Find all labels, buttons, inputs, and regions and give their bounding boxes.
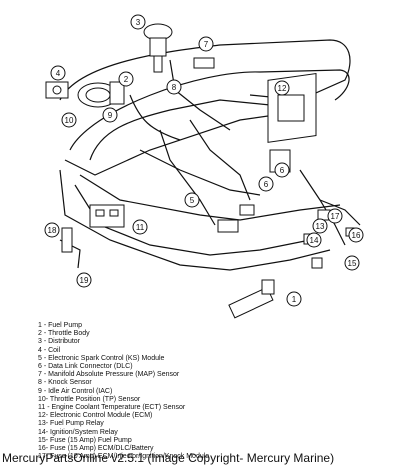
legend-item: 6 - Data Link Connector (DLC)	[38, 363, 133, 371]
legend-item: 17- Fuse (10 Amp) ECM/Injector/Ignition/…	[38, 453, 210, 461]
legend-item: 12- Electronic Control Module (ECM)	[38, 412, 153, 420]
callout-label: 9	[108, 111, 113, 120]
callout-label: 12	[278, 84, 287, 93]
callout-label: 8	[172, 83, 177, 92]
sensor-block-part	[89, 204, 125, 228]
callout-9: 9	[102, 107, 118, 123]
coil-part	[45, 81, 69, 99]
callout-label: 15	[348, 259, 357, 268]
harness-wire-i	[189, 119, 251, 201]
callout-6a: 6	[258, 176, 274, 192]
callouts: 1 2 3 4 5 6 6 7 8 9 10 11 12 13 14 15 16…	[44, 14, 364, 307]
callout-label: 19	[80, 276, 89, 285]
harness-wire-d	[89, 99, 271, 161]
copyright-footer: MercuryPartsOnline v2.5.1 (Image Copyrig…	[2, 451, 335, 465]
callout-10: 10	[61, 112, 77, 128]
callout-12: 12	[274, 80, 290, 96]
legend-item: 7 - Manifold Absolute Pressure (MAP) Sen…	[38, 371, 180, 379]
callout-2: 2	[118, 71, 134, 87]
harness-wire-a	[69, 69, 350, 151]
harness-wire-b	[64, 114, 276, 176]
callout-label: 14	[310, 236, 319, 245]
callout-7: 7	[198, 36, 214, 52]
callout-17: 17	[327, 208, 343, 224]
legend-item: 9 - Idle Air Control (IAC)	[38, 387, 113, 395]
callout-6b: 6	[274, 162, 290, 178]
callout-18: 18	[44, 222, 60, 238]
fuel-pump-part	[228, 279, 275, 319]
harness-wire-outer	[59, 39, 351, 101]
harness-wire-g	[139, 149, 261, 196]
callout-1: 1	[286, 291, 302, 307]
callout-13: 13	[312, 218, 328, 234]
callout-label: 2	[124, 75, 129, 84]
callout-3: 3	[130, 14, 146, 30]
throttle-body-part	[77, 81, 125, 108]
callout-label: 4	[56, 69, 61, 78]
legend-item: 11 - Engine Coolant Temperature (ECT) Se…	[38, 404, 186, 412]
callout-16: 16	[348, 227, 364, 243]
callout-4: 4	[50, 65, 66, 81]
callout-label: 6	[280, 166, 285, 175]
harness-wire-h	[159, 129, 216, 226]
harness-wire-k	[169, 59, 231, 131]
callout-label: 10	[65, 116, 74, 125]
callout-label: 17	[331, 212, 340, 221]
ecm-part	[267, 73, 317, 143]
legend-item: 4 - Coil	[38, 346, 61, 354]
callout-5: 5	[184, 192, 200, 208]
callout-15: 15	[344, 255, 360, 271]
legend-item: 16- Fuse (15 Amp) ECM/DLC/Battery	[38, 445, 154, 453]
callout-label: 18	[48, 226, 57, 235]
callout-label: 16	[352, 231, 361, 240]
legend-item: 2 - Throttle Body	[38, 330, 90, 338]
legend-item: 5 - Electronic Spark Control (KS) Module	[38, 354, 165, 362]
callout-11: 11	[132, 219, 148, 235]
distributor-part	[143, 23, 173, 73]
callout-14: 14	[306, 232, 322, 248]
legend-item: 8 - Knock Sensor	[38, 379, 92, 387]
callout-8: 8	[166, 79, 182, 95]
callout-label: 11	[136, 223, 145, 232]
harness-wire-m	[319, 199, 361, 226]
legend-item: 10- Throttle Position (TP) Sensor	[38, 395, 141, 403]
legend-item: 1 - Fuel Pump	[38, 322, 82, 329]
wiring-diagram: 1 2 3 4 5 6 6 7 8 9 10 11 12 13 14 15 16…	[44, 14, 364, 319]
callout-label: 7	[204, 40, 209, 49]
harness-wire-e	[59, 169, 331, 271]
callout-19: 19	[76, 272, 92, 288]
callout-label: 13	[316, 222, 325, 231]
harness-wire-c	[79, 174, 341, 221]
callout-label: 6	[264, 180, 269, 189]
dlc-connector-part	[61, 227, 73, 253]
callout-label: 5	[190, 196, 195, 205]
legend-item: 3 - Distributor	[38, 338, 81, 346]
callout-label: 1	[292, 295, 297, 304]
legend-item: 13- Fuel Pump Relay	[38, 420, 104, 428]
map-sensor-part	[193, 57, 215, 69]
legend-item: 14- Ignition/System Relay	[38, 428, 118, 436]
callout-label: 3	[136, 18, 141, 27]
legend-item: 15- Fuse (15 Amp) Fuel Pump	[38, 436, 132, 444]
harness-wire-j	[129, 94, 181, 141]
parts-legend: 1 - Fuel Pump 2 - Throttle Body 3 - Dist…	[38, 322, 368, 461]
